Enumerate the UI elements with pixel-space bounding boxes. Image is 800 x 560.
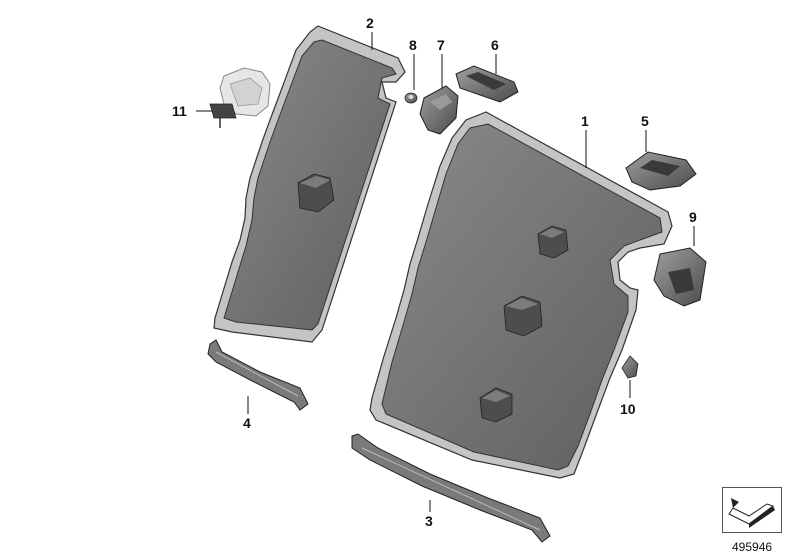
orientation-legend xyxy=(722,487,782,533)
callout-5: 5 xyxy=(641,113,649,129)
part-3-lower-trim-strip xyxy=(351,433,551,543)
callout-10: 10 xyxy=(620,401,636,417)
callout-labels: 1 2 3 4 5 6 7 8 9 10 11 xyxy=(172,15,697,529)
callout-8: 8 xyxy=(409,37,417,53)
callout-6: 6 xyxy=(491,37,499,53)
callout-9: 9 xyxy=(689,209,697,225)
callout-4: 4 xyxy=(243,415,251,431)
diagram-reference-number: 495946 xyxy=(732,540,773,554)
orientation-arrow-icon xyxy=(728,498,775,528)
part-9-latch xyxy=(653,247,707,307)
part-4-lower-trim-strip xyxy=(207,339,309,411)
callout-11: 11 xyxy=(172,103,187,119)
leader-lines xyxy=(196,32,695,512)
part-10-fastener xyxy=(621,355,639,379)
callout-1: 1 xyxy=(581,113,589,129)
part-5-release-trim xyxy=(625,151,697,191)
part-11-hinge xyxy=(209,67,271,128)
callout-2: 2 xyxy=(366,15,374,31)
callout-3: 3 xyxy=(425,513,433,529)
part-8-round-clip xyxy=(404,92,418,104)
callout-7: 7 xyxy=(437,37,445,53)
part-7-bracket xyxy=(419,85,459,135)
part-6-handle-cover xyxy=(455,65,519,103)
part-2-narrow-panel xyxy=(213,25,406,343)
part-1-large-panel xyxy=(369,111,673,479)
